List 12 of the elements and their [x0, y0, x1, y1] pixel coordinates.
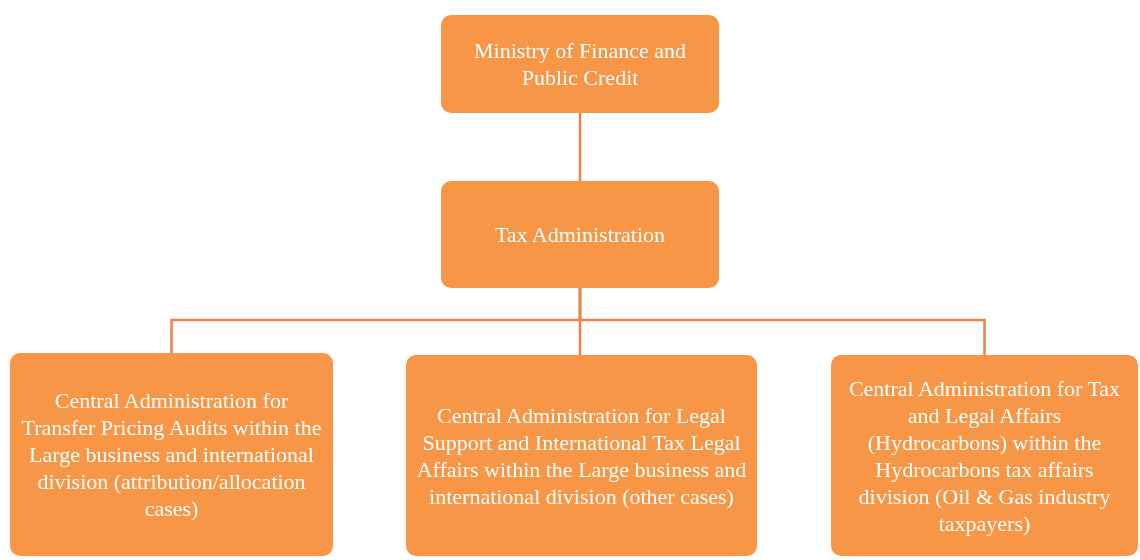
- unit-name: Central Administration for Legal Support and International Tax Legal Affairs within the Large business and international division (other cases): [415, 401, 748, 510]
- unit-name: Tax Administration: [494, 221, 666, 248]
- unit-name: Ministry of Finance and Public Credit: [473, 37, 687, 91]
- org-unit-box: [831, 355, 1138, 556]
- unit-name: Central Administration for Tax and Legal Affairs (Hydrocarbons) within the Hydrocarbons tax affairs division (Oil & Gas industry taxpayers): [847, 374, 1122, 537]
- org-unit-box: [441, 181, 719, 288]
- org-unit-box: [406, 355, 757, 556]
- org-unit-box: [10, 353, 333, 556]
- connector-line: [578, 113, 582, 181]
- unit-name: Central Administration for Transfer Pricing Audits within the Large business and international division (attribution/allocation cases): [20, 387, 323, 522]
- connector-line: [578, 288, 986, 355]
- org-unit-box: [441, 15, 719, 113]
